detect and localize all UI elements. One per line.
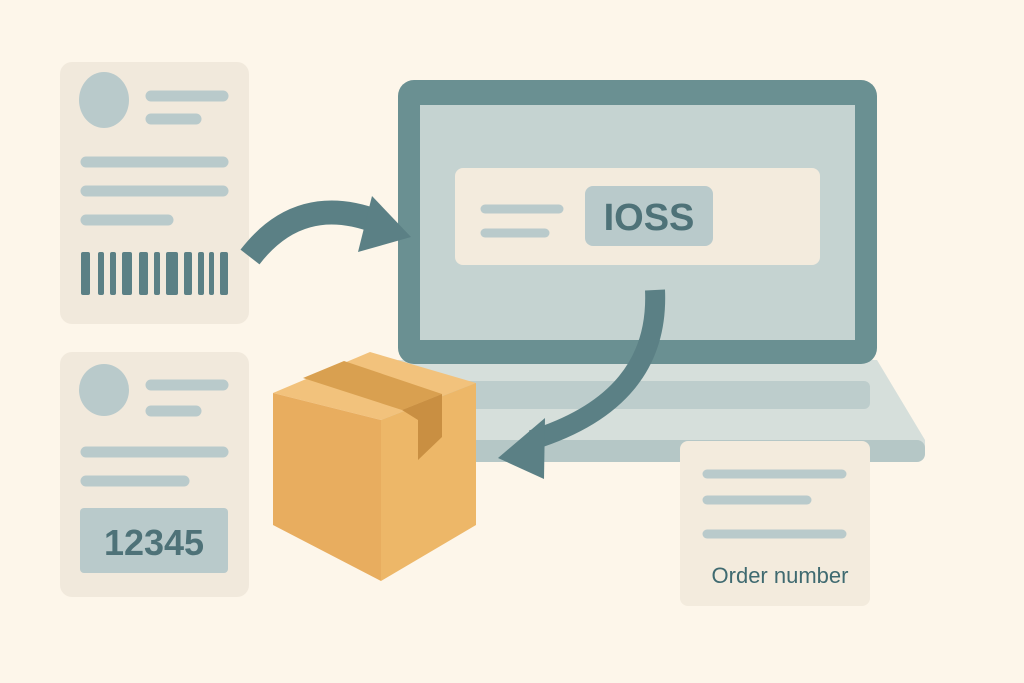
- package-box-icon: [273, 352, 476, 581]
- tracking-number: 12345: [104, 522, 204, 563]
- text-lines: [80, 379, 229, 487]
- avatar-icon: [79, 364, 129, 416]
- barcode-icon: [81, 252, 228, 295]
- order-number-label: Order number: [712, 563, 849, 588]
- arrow-right-icon: [240, 196, 411, 265]
- keyboard: [412, 381, 870, 409]
- ioss-badge: [585, 186, 713, 246]
- avatar-icon: [79, 72, 129, 128]
- text-lines: [80, 90, 229, 226]
- order-number-card: Order number: [680, 441, 870, 606]
- shipping-label-card: [60, 62, 249, 324]
- ioss-label: IOSS: [604, 197, 695, 239]
- arrow-down-left-icon: [498, 289, 666, 479]
- laptop: IOSS: [376, 80, 925, 462]
- tracking-number-card: 12345: [60, 352, 249, 597]
